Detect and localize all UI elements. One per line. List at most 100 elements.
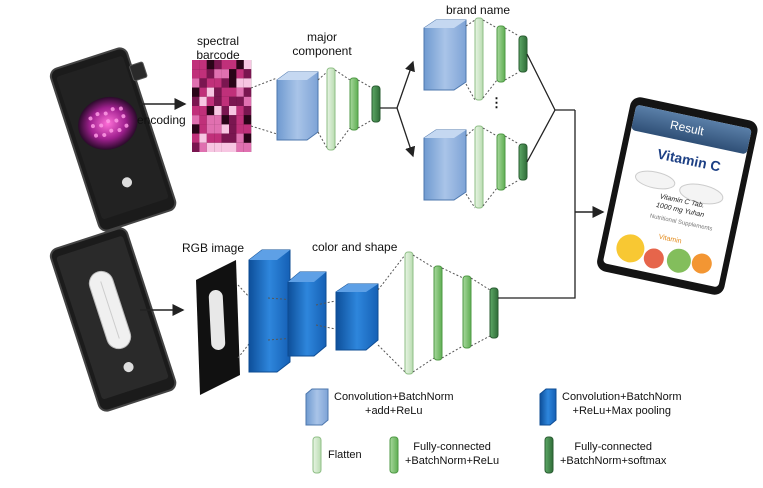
barcode-cell: [214, 96, 222, 106]
barcode-cell: [192, 96, 200, 106]
barcode-cell: [192, 124, 200, 134]
barcode-cell: [192, 133, 200, 143]
rgb-image: [196, 260, 240, 395]
barcode-cell: [221, 133, 229, 143]
barcode-cell: [199, 133, 207, 143]
barcode-cell: [243, 106, 252, 116]
barcode-cell: [243, 96, 252, 106]
legend: [305, 388, 557, 474]
barcode-cell: [243, 142, 252, 152]
barcode-cell: [229, 142, 237, 152]
barcode-cell: [199, 60, 207, 70]
label-major-component: major component: [292, 30, 352, 58]
barcode-cell: [199, 78, 207, 88]
barcode-cell: [192, 60, 200, 70]
barcode-cell: [229, 96, 237, 106]
barcode-cell: [236, 115, 244, 125]
barcode-cell: [192, 142, 200, 152]
barcode-cell: [243, 133, 252, 143]
barcode-cell: [221, 87, 229, 97]
branch-arrow-bottom: [396, 107, 416, 158]
barcode-cell: [206, 142, 215, 152]
barcode-cell: [221, 78, 229, 88]
barcode-cell: [221, 69, 229, 79]
barcode-cell: [206, 87, 215, 97]
legend-icon-fc-softmax: [544, 436, 554, 474]
barcode-cell: [221, 124, 229, 134]
barcode-cell: [229, 78, 237, 88]
barcode-cell: [243, 78, 252, 88]
merge-line-mid: [526, 109, 556, 163]
legend-label-fc-relu: Fully-connected +BatchNorm+ReLu: [405, 441, 500, 467]
barcode-cell: [206, 60, 215, 70]
barcode-cell: [192, 69, 200, 79]
brand-network-2: [423, 125, 528, 209]
label-rgb-image: RGB image: [182, 241, 245, 255]
barcode-cell: [206, 78, 215, 88]
barcode-cell: [229, 87, 237, 97]
barcode-cell: [199, 69, 207, 79]
barcode-cell: [206, 124, 215, 134]
barcode-cell: [229, 60, 237, 70]
merge-line-top: [526, 53, 575, 111]
barcode-cell: [206, 115, 215, 125]
barcode-cell: [214, 69, 222, 79]
barcode-cell: [236, 96, 244, 106]
barcode-cell: [192, 106, 200, 116]
barcode-cell: [236, 133, 244, 143]
barcode-cell: [214, 142, 222, 152]
flatten-layer: [326, 67, 336, 151]
barcode-cell: [236, 124, 244, 134]
barcode-cell: [236, 60, 244, 70]
legend-label-conv-pool: Convolution+BatchNorm +ReLu+Max pooling: [562, 391, 682, 417]
label-spectral-barcode: spectral barcode: [196, 34, 240, 62]
barcode-cell: [214, 60, 222, 70]
legend-icon-fc-relu: [389, 436, 399, 474]
shutter-icon: [123, 362, 134, 373]
barcode-cell: [243, 124, 252, 134]
label-color-and-shape: color and shape: [312, 240, 398, 254]
barcode-cell: [229, 69, 237, 79]
barcode-cell: [214, 115, 222, 125]
conv-block: [276, 71, 319, 141]
barcode-cell: [214, 133, 222, 143]
spectral-phone: [49, 47, 177, 232]
conv-pool-block: [248, 249, 291, 373]
barcode-cell: [243, 69, 252, 79]
softmax-layer: [371, 85, 381, 123]
barcode-cell: [243, 87, 252, 97]
barcode-cell: [229, 106, 237, 116]
brand-network-1: [423, 17, 528, 101]
branch-arrow-top: [380, 60, 415, 109]
result-phone: [597, 97, 758, 295]
major-component-network: [250, 67, 381, 151]
barcode-cell: [199, 106, 207, 116]
barcode-cell: [214, 78, 222, 88]
label-encoding: encoding: [137, 113, 186, 127]
barcode-cell: [199, 87, 207, 97]
barcode-cell: [243, 115, 252, 125]
barcode-cell: [221, 142, 229, 152]
barcode-cell: [206, 133, 215, 143]
barcode-cell: [229, 133, 237, 143]
barcode-cell: [221, 96, 229, 106]
legend-label-fc-softmax: Fully-connected +BatchNorm+softmax: [560, 441, 667, 467]
color-shape-network: [237, 249, 545, 375]
legend-label-flatten: Flatten: [328, 449, 362, 461]
spectral-barcode: [192, 60, 252, 152]
merge-line-vertical: [545, 110, 576, 299]
legend-icon-conv-add: [305, 388, 329, 426]
shutter-icon: [121, 177, 132, 188]
barcode-cell: [236, 142, 244, 152]
barcode-cell: [199, 115, 207, 125]
legend-icon-conv-pool: [539, 388, 557, 426]
ellipsis-label: ⋮: [490, 95, 503, 110]
barcode-cell: [199, 142, 207, 152]
barcode-cell: [192, 115, 200, 125]
barcode-cell: [236, 87, 244, 97]
barcode-cell: [192, 78, 200, 88]
barcode-cell: [229, 115, 237, 125]
barcode-cell: [214, 106, 222, 116]
